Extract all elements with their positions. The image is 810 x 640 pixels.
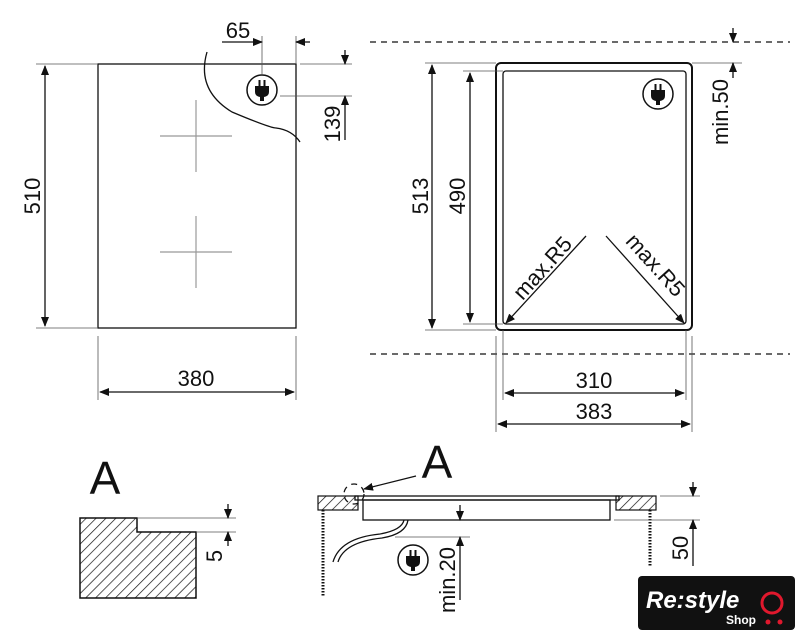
cooking-zone-cross-top — [160, 100, 232, 172]
radius-left-label: max.R5 — [508, 231, 577, 304]
height-513-label: 513 — [408, 178, 433, 215]
width-380-label: 380 — [178, 366, 215, 391]
depth-50-label: 50 — [668, 536, 693, 560]
cutout-view: 513 490 min.50 310 383 max.R5 max.R5 — [370, 28, 790, 432]
logo-main-text: Re:style — [646, 587, 739, 614]
detail-a-label: A — [90, 452, 121, 504]
worktop-right — [615, 495, 657, 511]
hob-body — [362, 499, 611, 521]
plug-icon — [397, 544, 429, 576]
plug-offset-65-label: 65 — [226, 18, 250, 43]
width-383-label: 383 — [576, 399, 613, 424]
section-view: A min.20 50 — [317, 436, 700, 613]
cutout-outer — [495, 62, 693, 331]
cooking-zone-cross-bottom — [160, 216, 232, 288]
plug-icon — [642, 78, 674, 110]
worktop-left — [317, 495, 359, 511]
worktop-section-hatch — [79, 517, 197, 599]
restyle-shop-logo: Re:style Shop — [638, 576, 795, 630]
step-5-label: 5 — [202, 550, 227, 562]
detail-ref-label: A — [422, 436, 453, 488]
width-310-label: 310 — [576, 368, 613, 393]
power-cable — [337, 519, 409, 563]
logo-sub-text: Shop — [726, 613, 756, 627]
plug-icon — [246, 74, 278, 106]
plug-offset-139-label: 139 — [320, 106, 345, 143]
detail-a: A 5 — [79, 452, 236, 599]
min-20-label: min.20 — [435, 547, 460, 613]
height-510-label: 510 — [20, 178, 45, 215]
min-50-label: min.50 — [708, 79, 733, 145]
hob-top-view: 510 380 65 139 — [20, 18, 352, 400]
height-490-label: 490 — [445, 178, 470, 215]
cutout-inner — [502, 70, 687, 325]
at-cart-icon — [760, 591, 784, 615]
cable-cutout-curve — [203, 51, 301, 143]
hob-outline — [97, 63, 297, 329]
